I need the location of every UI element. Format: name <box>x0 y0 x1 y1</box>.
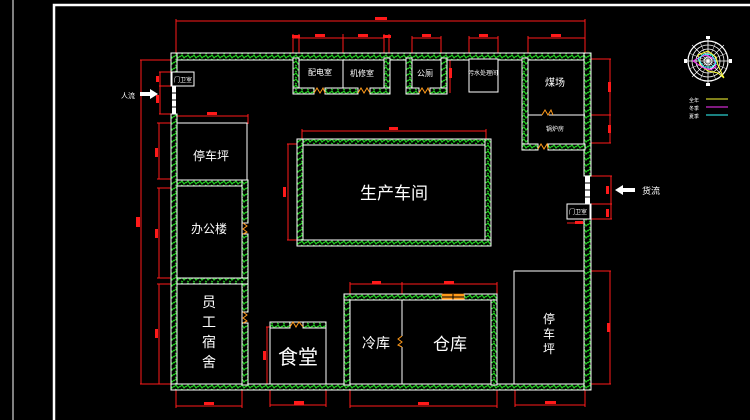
coal-boiler-block: 煤场 锅炉房 <box>521 57 586 151</box>
sewage-room-label: 污水处理间 <box>468 69 498 77</box>
parking-left-label: 停车坪 <box>193 148 229 163</box>
legend-label-3: 夏季 <box>689 113 699 120</box>
goods-flow: 货流 <box>615 185 660 197</box>
legend-item-3: 夏季 <box>689 113 728 120</box>
office-building: 办公楼 <box>176 179 249 285</box>
legend-item-1: 全年 <box>689 97 728 104</box>
power-room-label: 配电室 <box>308 67 332 77</box>
toilet-label: 公厕 <box>417 69 433 78</box>
power-repair-block: 配电室 机修室 <box>292 57 391 95</box>
parking-left: 停车坪 <box>176 122 248 181</box>
parking-right: 停 车 坪 <box>513 270 585 385</box>
canteen-label: 食堂 <box>278 345 318 369</box>
wind-legend: 全年 冬季 夏季 <box>689 97 728 120</box>
guard-room-right-label: 门卫室 <box>569 208 587 216</box>
parking-right-label-1: 停 <box>543 311 555 326</box>
production-workshop: 生产车间 <box>296 138 492 247</box>
legend-item-2: 冬季 <box>689 105 728 112</box>
parking-right-label-2: 车 <box>543 326 555 341</box>
office-building-label: 办公楼 <box>191 221 227 236</box>
arrow-right-icon <box>140 89 158 99</box>
dormitory-label-2: 工 <box>202 315 216 331</box>
warehouse-label: 仓库 <box>433 335 467 355</box>
toilet-block: 公厕 <box>405 57 448 95</box>
people-flow: 人流 <box>121 89 158 100</box>
legend-label-2: 冬季 <box>689 105 699 112</box>
arrow-left-icon <box>615 185 635 195</box>
guard-room-right: 门卫室 <box>566 203 591 220</box>
coal-yard-label: 煤场 <box>545 76 565 89</box>
boiler-room-label: 锅炉房 <box>546 125 564 133</box>
dormitory-label-1: 员 <box>202 295 216 311</box>
wind-rose-icon <box>684 36 732 86</box>
cold-storage-warehouse: 冷库 仓库 <box>343 293 498 386</box>
cold-storage-label: 冷库 <box>362 336 390 352</box>
guard-room-left-label: 门卫室 <box>174 76 192 84</box>
goods-flow-label: 货流 <box>642 185 660 197</box>
guard-room-left: 门卫室 <box>171 71 195 87</box>
canteen: 食堂 <box>269 321 327 385</box>
sewage-room: 污水处理间 <box>468 58 499 93</box>
people-flow-label: 人流 <box>121 91 135 100</box>
repair-room-label: 机修室 <box>350 68 374 78</box>
sewage-room-label-text: 污水处理间 <box>468 69 498 77</box>
dormitory: 员 工 宿 舍 <box>176 283 249 386</box>
drawing-frame <box>12 0 750 420</box>
parking-right-label-3: 坪 <box>543 342 555 356</box>
dormitory-label-4: 舍 <box>202 355 216 371</box>
legend-label-1: 全年 <box>689 97 699 104</box>
dormitory-label-3: 宿 <box>202 334 216 351</box>
workshop-label: 生产车间 <box>360 184 428 204</box>
